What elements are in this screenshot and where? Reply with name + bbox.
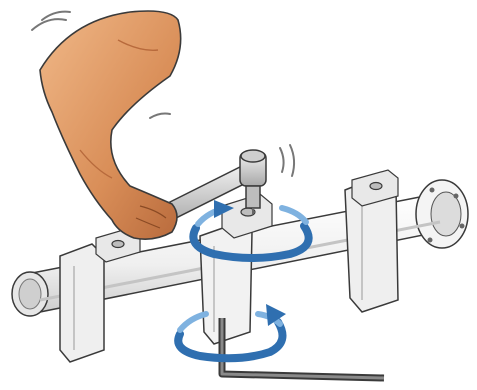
arm-icon: [40, 11, 181, 239]
